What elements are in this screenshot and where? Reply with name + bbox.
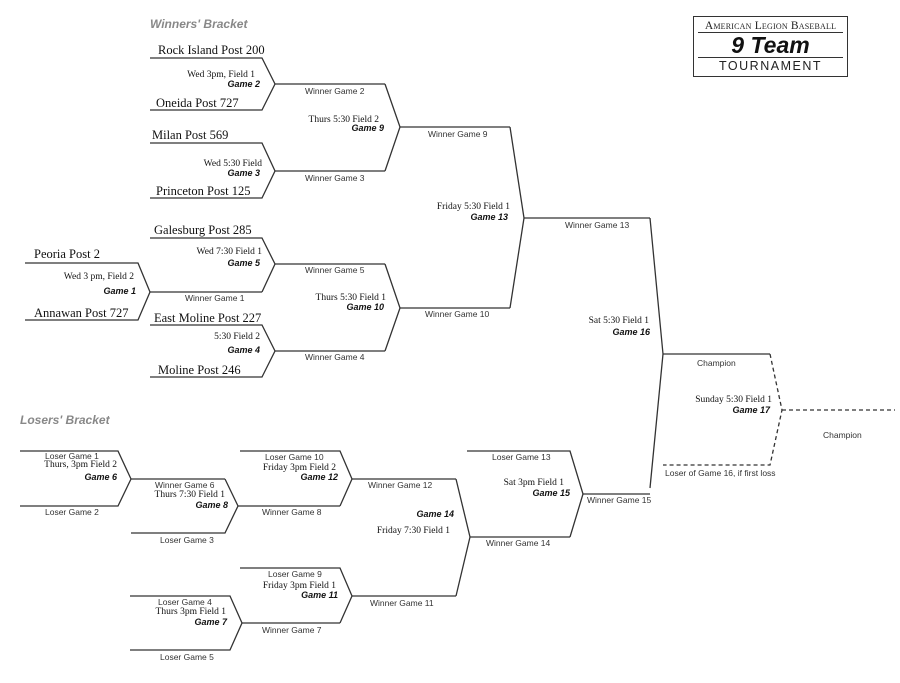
bracket-game-9	[384, 83, 401, 172]
game-16-schedule: Sat 5:30 Field 1	[588, 316, 649, 326]
game-10-label: Game 10	[346, 302, 384, 312]
bracket-game-8	[131, 478, 239, 534]
team-moline: Moline Post 246	[158, 363, 241, 377]
game-7-schedule: Thurs 3pm Field 1	[155, 607, 226, 617]
logo-line-2: 9 Team	[698, 32, 843, 58]
team-princeton: Princeton Post 125	[156, 184, 251, 198]
slot-loser-game-16: Loser of Game 16, if first loss	[665, 468, 776, 478]
slot-winner-game-15: Winner Game 15	[587, 495, 652, 505]
game-13-schedule: Friday 5:30 Field 1	[436, 202, 510, 212]
slot-winner-game-2: Winner Game 2	[305, 86, 365, 96]
bracket-game-5	[150, 237, 276, 293]
slot-winner-game-10: Winner Game 10	[425, 309, 490, 319]
game-5-schedule: Wed 7:30 Field 1	[196, 247, 262, 257]
game-3-label: Game 3	[227, 168, 260, 178]
slot-winner-game-12: Winner Game 12	[368, 480, 433, 490]
game-14-label: Game 14	[416, 509, 454, 519]
game-8-label: Game 8	[195, 500, 228, 510]
game-1-label: Game 1	[103, 286, 136, 296]
slot-winner-game-14: Winner Game 14	[486, 538, 551, 548]
game-14-schedule: Friday 7:30 Field 1	[376, 526, 450, 536]
slot-loser-game-1: Loser Game 1	[45, 451, 99, 461]
slot-champion-1: Champion	[697, 358, 736, 368]
logo-line-1: American Legion Baseball	[704, 20, 837, 32]
slot-loser-game-9: Loser Game 9	[268, 569, 322, 579]
game-4-label: Game 4	[227, 345, 260, 355]
bracket-game-10	[384, 263, 401, 352]
game-7-label: Game 7	[194, 617, 227, 627]
bracket-game-15	[467, 450, 584, 538]
slot-winner-game-9: Winner Game 9	[428, 129, 488, 139]
team-oneida: Oneida Post 727	[156, 96, 239, 110]
game-6-label: Game 6	[84, 472, 117, 482]
game-17-schedule: Sunday 5:30 Field 1	[695, 395, 772, 405]
slot-loser-game-10: Loser Game 10	[265, 452, 324, 462]
bracket-game-13	[509, 126, 525, 309]
bracket-game-11	[240, 567, 353, 624]
slot-champion-2: Champion	[823, 430, 862, 440]
tournament-logo: American Legion Baseball 9 Team TOURNAME…	[693, 16, 848, 77]
slot-loser-game-2: Loser Game 2	[45, 507, 99, 517]
team-annawan: Annawan Post 727	[34, 306, 129, 320]
game-12-schedule: Friday 3pm Field 2	[262, 463, 336, 473]
team-peoria: Peoria Post 2	[34, 247, 100, 261]
bracket-game-14	[455, 478, 471, 597]
game-11-schedule: Friday 3pm Field 1	[262, 581, 336, 591]
game-6-schedule: Thurs, 3pm Field 2	[44, 460, 117, 470]
slot-winner-game-8: Winner Game 8	[262, 507, 322, 517]
bracket-game-17	[663, 353, 783, 466]
logo-line-3: TOURNAMENT	[719, 59, 822, 73]
bracket-game-16	[649, 217, 664, 489]
bracket-game-12	[240, 450, 353, 507]
game-15-label: Game 15	[532, 488, 570, 498]
game-17-label: Game 17	[732, 405, 770, 415]
game-2-schedule: Wed 3pm, Field 1	[187, 70, 255, 80]
game-3-schedule: Wed 5:30 Field	[203, 159, 262, 169]
slot-winner-game-3: Winner Game 3	[305, 173, 365, 183]
game-12-label: Game 12	[300, 472, 338, 482]
game-11-label: Game 11	[301, 590, 338, 600]
winners-bracket-title: Winners' Bracket	[150, 17, 248, 31]
slot-winner-game-13: Winner Game 13	[565, 220, 630, 230]
game-4-schedule: 5:30 Field 2	[214, 332, 260, 342]
losers-bracket-title: Losers' Bracket	[20, 413, 110, 427]
team-galesburg: Galesburg Post 285	[154, 223, 252, 237]
game-13-label: Game 13	[470, 212, 508, 222]
game-10-schedule: Thurs 5:30 Field 1	[315, 293, 386, 303]
game-2-label: Game 2	[227, 79, 260, 89]
game-9-label: Game 9	[351, 123, 384, 133]
slot-winner-game-4: Winner Game 4	[305, 352, 365, 362]
slot-winner-game-11: Winner Game 11	[370, 598, 434, 608]
slot-loser-game-4: Loser Game 4	[158, 597, 212, 607]
game-15-schedule: Sat 3pm Field 1	[503, 478, 564, 488]
game-1-schedule: Wed 3 pm, Field 2	[63, 272, 134, 282]
slot-loser-game-13: Loser Game 13	[492, 452, 551, 462]
game-5-label: Game 5	[227, 258, 260, 268]
game-8-schedule: Thurs 7:30 Field 1	[154, 490, 225, 500]
team-milan: Milan Post 569	[152, 128, 229, 142]
slot-loser-game-5: Loser Game 5	[160, 652, 214, 662]
game-9-schedule: Thurs 5:30 Field 2	[308, 115, 379, 125]
slot-winner-game-5: Winner Game 5	[305, 265, 365, 275]
slot-winner-game-1: Winner Game 1	[185, 293, 245, 303]
game-16-label: Game 16	[612, 327, 650, 337]
slot-loser-game-3: Loser Game 3	[160, 535, 214, 545]
team-east-moline: East Moline Post 227	[154, 311, 262, 325]
team-rock-island: Rock Island Post 200	[158, 43, 265, 57]
slot-winner-game-7: Winner Game 7	[262, 625, 322, 635]
slot-winner-game-6: Winner Game 6	[155, 480, 215, 490]
